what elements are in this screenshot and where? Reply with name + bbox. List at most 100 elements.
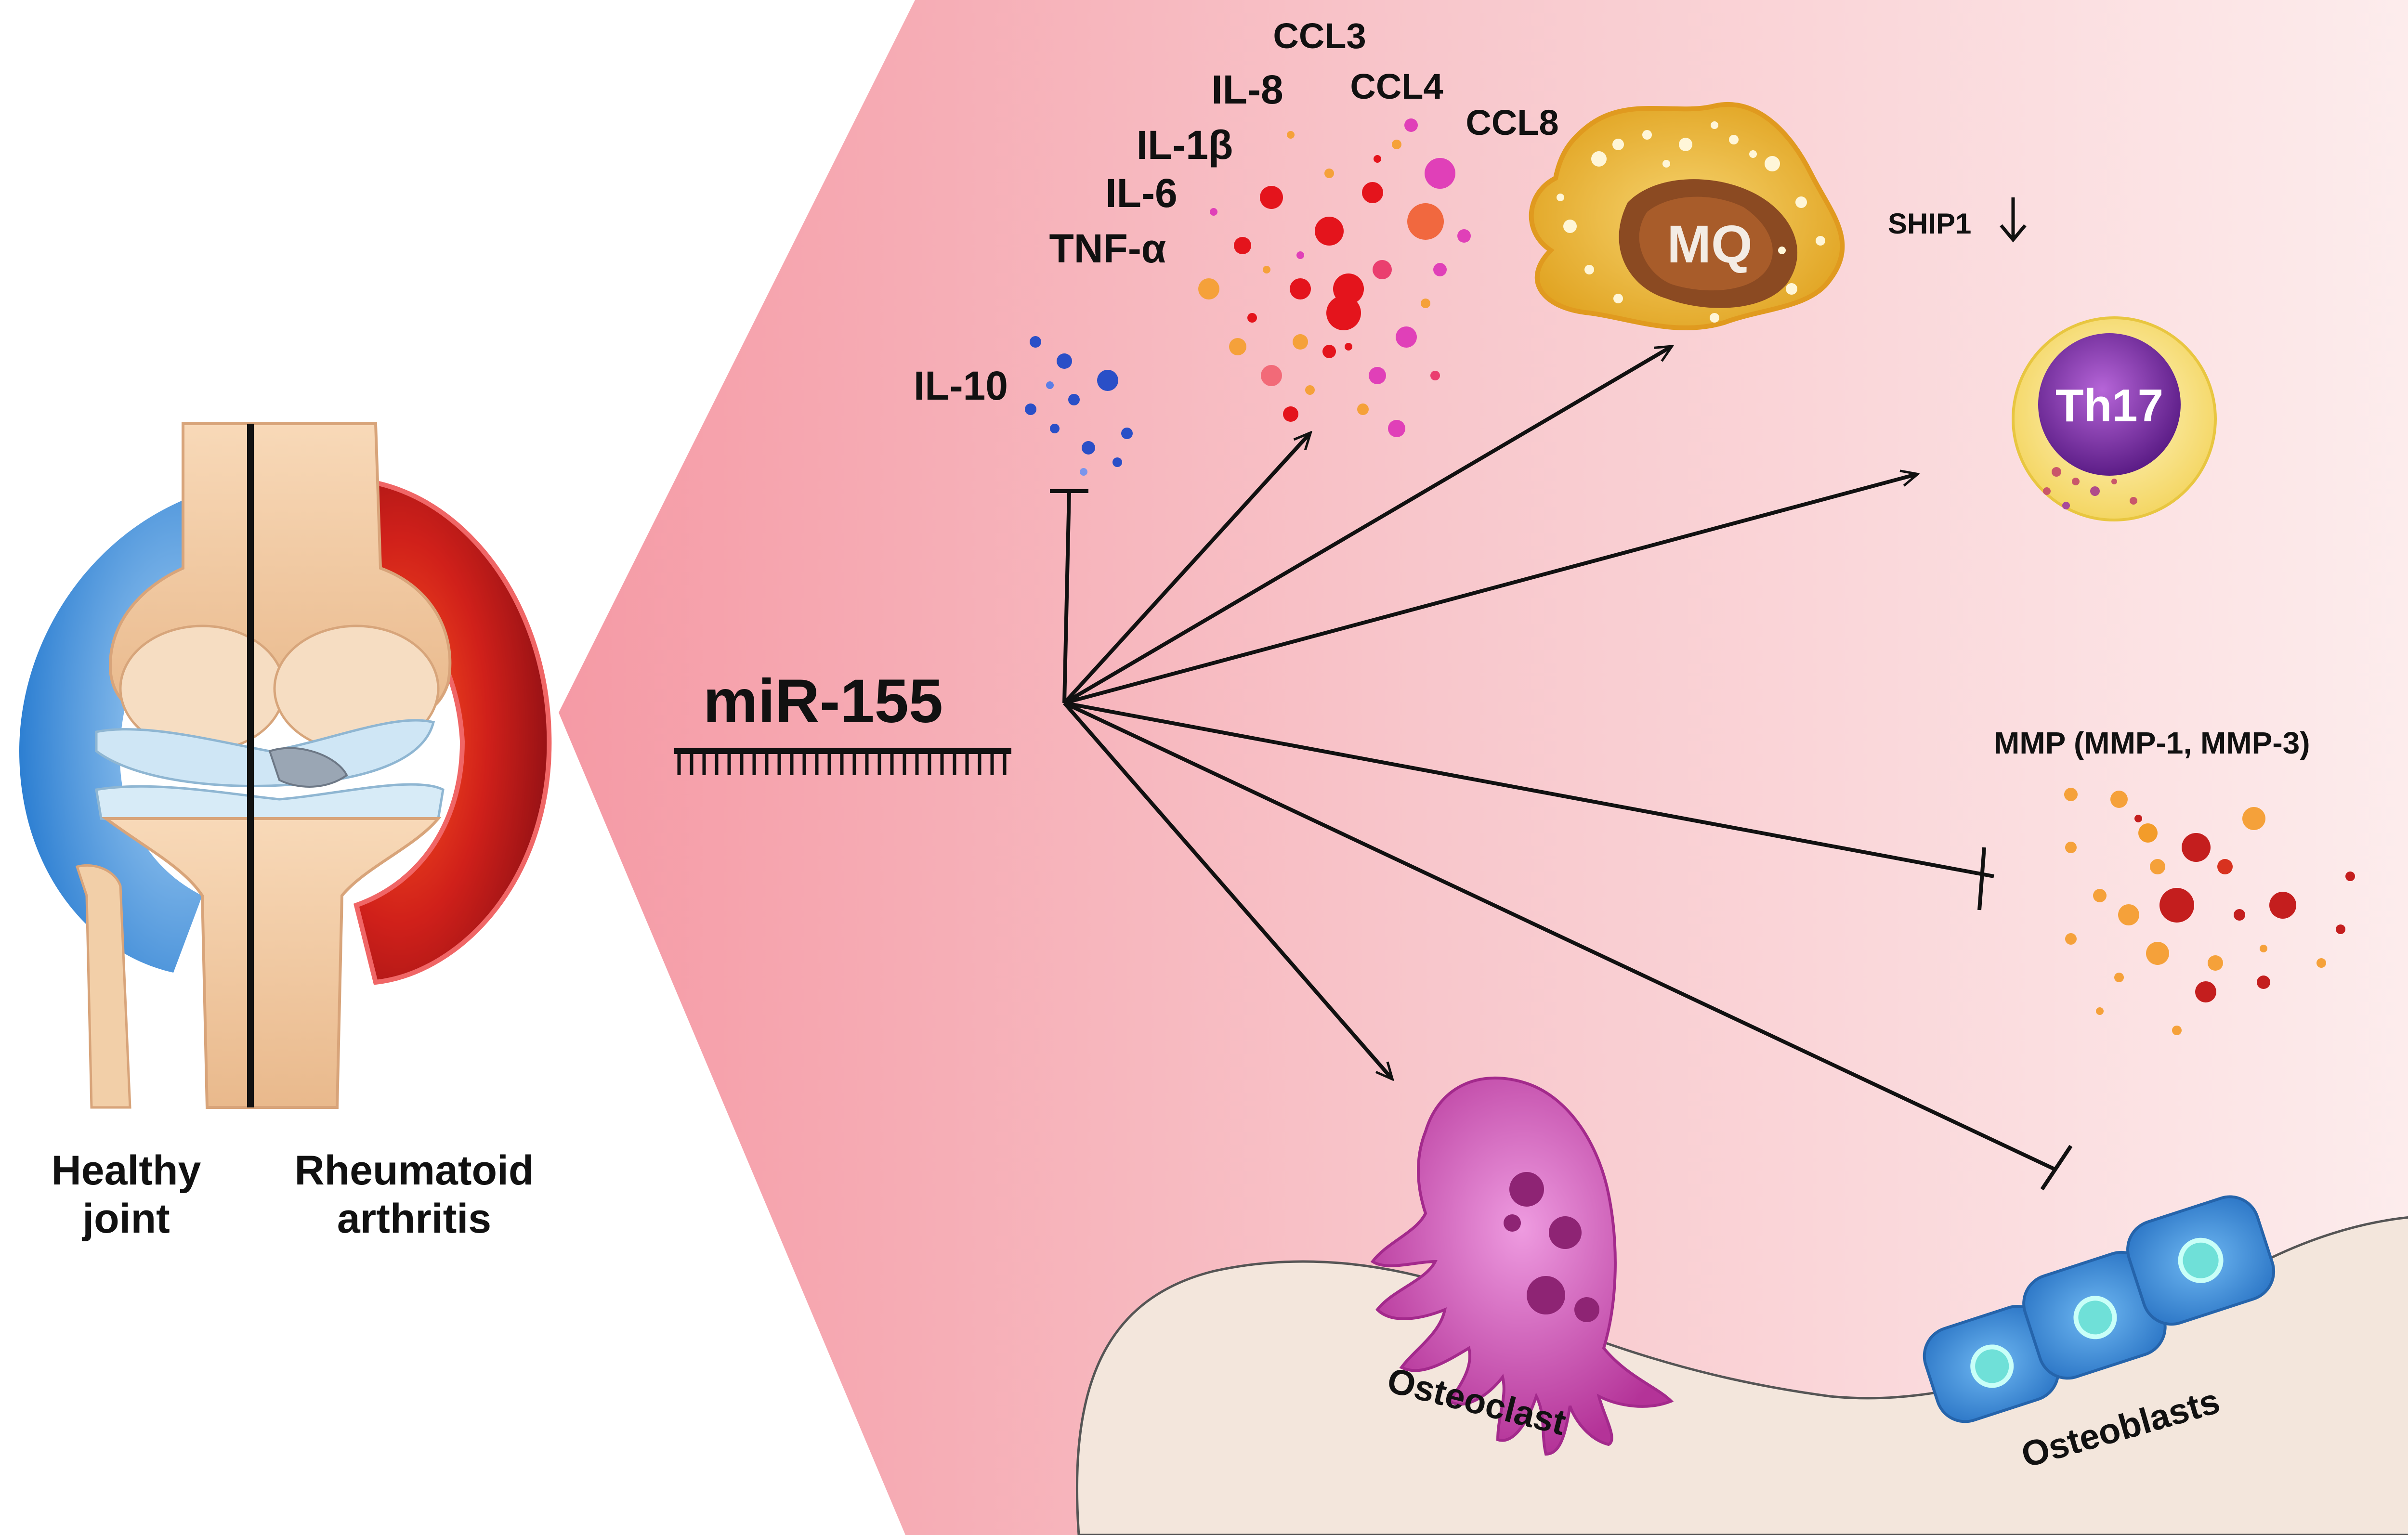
arrow-to-osteoclast <box>1062 702 1392 1079</box>
mirna-strand-icon <box>674 748 1011 775</box>
macrophage-cell: MQ <box>1529 102 1845 330</box>
tibia <box>101 817 442 1109</box>
proinflammatory-cytokine-particles <box>1198 118 1471 437</box>
mmp-particle <box>2208 955 2223 971</box>
mmp-particle <box>2242 807 2265 830</box>
osteoclast-nucleus <box>1504 1214 1521 1232</box>
pink-background-region <box>559 0 2408 1535</box>
pathway-arrows <box>1050 347 2073 1191</box>
arrow-to-th17 <box>1063 474 1917 705</box>
inhibition-osteoblasts-line <box>1063 701 2057 1172</box>
cytokine-particle <box>1296 251 1304 259</box>
mmp-particle <box>2096 1007 2104 1015</box>
cytokine-particle <box>1305 385 1315 395</box>
cytokine-particle <box>1407 203 1444 240</box>
osteoclast-nucleus <box>1527 1276 1565 1314</box>
mmp-particle <box>2159 888 2194 923</box>
mmp-label: MMP (MMP-1, MMP-3) <box>1994 726 2310 760</box>
cytokine-particle <box>1261 365 1282 386</box>
mmp-particle <box>2093 889 2107 902</box>
mmp-particle <box>2134 815 2142 822</box>
macrophage-vesicle <box>1729 135 1739 144</box>
th17-granules <box>2043 467 2137 509</box>
macrophage-vesicle <box>1613 294 1623 303</box>
macrophage-vesicle <box>1778 247 1786 254</box>
osteoclast-nucleus <box>1509 1172 1544 1207</box>
il8-label: IL-8 <box>1211 67 1283 112</box>
cytokine-particle <box>1315 217 1344 246</box>
th17-granule <box>2090 486 2100 496</box>
il10-particle <box>1050 424 1060 433</box>
arrow-to-macrophage <box>1063 347 1671 705</box>
cytokine-particle <box>1229 338 1246 355</box>
down-arrow-icon <box>2000 197 2027 243</box>
ccl8-label: CCL8 <box>1466 103 1558 143</box>
osteoblast-nucleus <box>1970 1344 2014 1388</box>
mmp-particle <box>2217 859 2233 874</box>
cytokine-particle <box>1283 406 1298 422</box>
mmp-particle <box>2138 823 2158 843</box>
mmp-particle <box>2260 945 2267 952</box>
osteoblasts-cells <box>1923 1195 2276 1423</box>
mmp-particle <box>2345 872 2355 881</box>
th17-nucleus <box>2038 333 2181 476</box>
il10-particle <box>1068 394 1080 405</box>
osteoclast-nucleus <box>1574 1297 1599 1322</box>
ccl3-label: CCL3 <box>1273 16 1366 56</box>
il10-particle <box>1025 403 1036 415</box>
macrophage-vesicle <box>1557 194 1564 201</box>
mmp-particle <box>2257 976 2270 989</box>
cytokine-particle <box>1260 186 1283 209</box>
il10-label: IL-10 <box>914 363 1008 408</box>
il10-particle <box>1097 370 1118 391</box>
mir155-label: miR-155 <box>703 667 943 736</box>
cytokine-particle <box>1373 260 1392 279</box>
cytokine-particle <box>1357 403 1369 415</box>
cytokine-particle <box>1421 299 1430 308</box>
cartilage <box>95 719 435 787</box>
il10-particle <box>1046 381 1054 389</box>
fibula <box>75 864 131 1109</box>
mmp-particle <box>2110 791 2128 808</box>
healthy-synovium <box>19 481 250 973</box>
il10-particle <box>1030 336 1041 348</box>
inhibition-bar-icon <box>1977 847 1986 911</box>
mmp-particle <box>2316 958 2326 968</box>
cytokine-particle <box>1326 296 1361 330</box>
inhibition-bar-icon <box>2040 1145 2073 1191</box>
macrophage-nucleus-inner <box>1639 196 1773 291</box>
mmp-particle <box>2150 859 2165 874</box>
cytokine-particle <box>1210 208 1217 216</box>
th17-granule <box>2111 479 2117 484</box>
th17-granule <box>2130 497 2137 505</box>
cytokine-particle <box>1234 237 1251 254</box>
macrophage-vesicle <box>1642 130 1652 140</box>
il10-particle <box>1057 353 1072 369</box>
osteoclast-nucleus <box>1549 1216 1582 1249</box>
healthy-joint-label-line1: Healthy <box>52 1147 201 1194</box>
mmp-particle <box>2064 788 2078 801</box>
macrophage-vesicle <box>1710 313 1719 323</box>
cytokine-particle <box>1430 371 1440 380</box>
arrow-to-proinflammatory-cytokines <box>1063 433 1310 704</box>
cytokine-particle <box>1263 266 1270 273</box>
macrophage-vesicle <box>1612 139 1624 150</box>
mmp-particle <box>2336 924 2345 934</box>
osteoclast-cell <box>1370 1076 1674 1456</box>
il10-particle <box>1080 468 1087 476</box>
cytokine-particle <box>1322 345 1336 358</box>
il10-particle <box>1112 457 1122 467</box>
inhibition-mmp-line <box>1064 701 1994 878</box>
mmp-particle <box>2146 942 2169 965</box>
il10-particle <box>1082 441 1095 455</box>
inhibition-il10-line <box>1062 491 1071 703</box>
ccl4-label: CCL4 <box>1350 66 1443 106</box>
il6-label: IL-6 <box>1105 170 1177 216</box>
cytokine-particle <box>1324 169 1334 178</box>
mmp-particle <box>2065 933 2077 945</box>
cytokine-particle <box>1396 326 1417 348</box>
mmp-particle <box>2114 973 2124 982</box>
mmp-particle <box>2172 1026 2182 1035</box>
healthy-joint-label-line2: joint <box>81 1196 170 1242</box>
